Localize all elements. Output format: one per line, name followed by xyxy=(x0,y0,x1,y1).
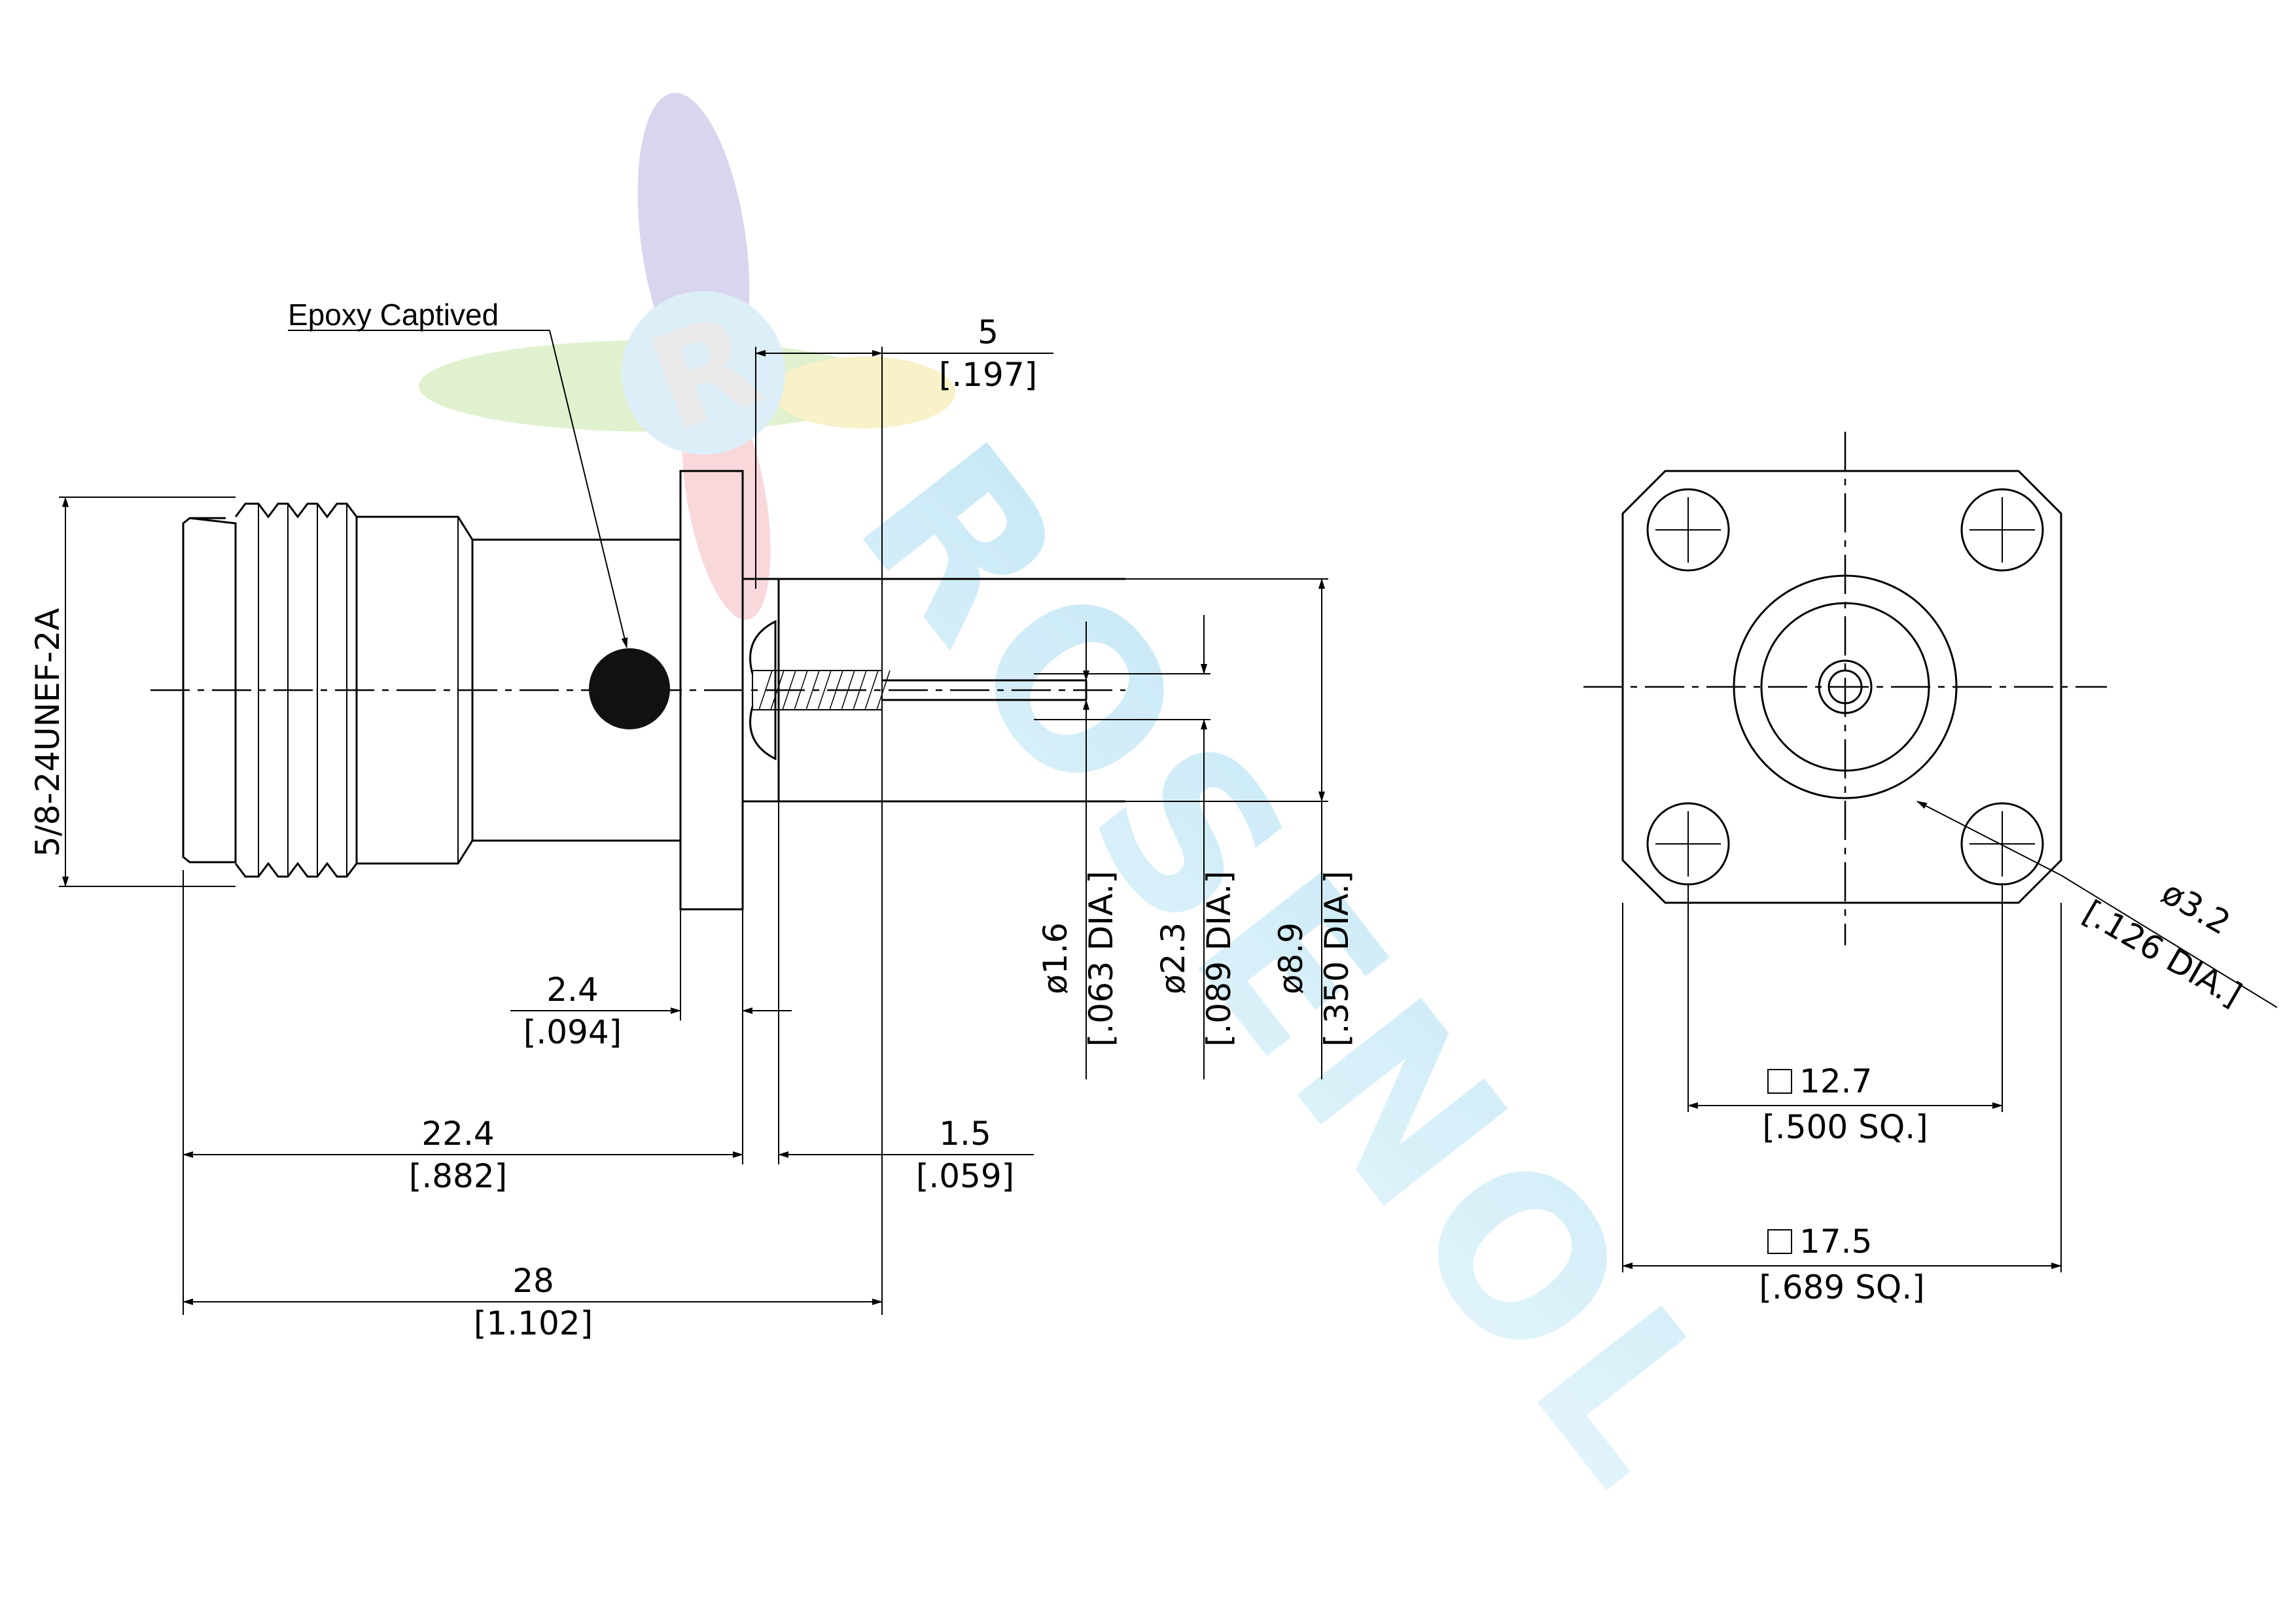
flange xyxy=(679,470,744,911)
dim-step-in: [.059] xyxy=(916,1157,1014,1195)
thread-label: 5/8-24UNEF-2A xyxy=(29,608,67,857)
dim-boss-dia-in: [.350 DIA.] xyxy=(1318,871,1356,1047)
epoxy-callout: Epoxy Captived xyxy=(288,298,499,332)
square-symbol xyxy=(1767,1069,1792,1094)
dim-overall-in: [1.102] xyxy=(474,1304,593,1342)
pin-circle xyxy=(1818,659,1873,714)
dim-overhang-mm: 5 xyxy=(978,313,998,351)
threaded-coupling xyxy=(182,502,474,878)
front-view: ø3.2 [.126 DIA.] 12.7 [.500 SQ.] 17.5 [.… xyxy=(1583,432,2278,1306)
dim-overall-mm: 28 xyxy=(512,1262,554,1300)
flange-outline xyxy=(1621,470,2062,904)
dim-flange-mm: 2.4 xyxy=(546,971,599,1009)
watermark-logo: R xyxy=(419,92,955,620)
dim-pin-dia: ø1.6 xyxy=(1036,922,1074,994)
dim-boss-dia: ø8.9 xyxy=(1272,922,1310,994)
dim-flange-size: 17.5 xyxy=(1799,1223,1872,1261)
dim-body-in: [.882] xyxy=(409,1157,507,1195)
dim-overhang-in: [.197] xyxy=(939,356,1037,394)
dim-insul-dia-in: [.089 DIA.] xyxy=(1200,871,1238,1047)
center-pin xyxy=(752,670,1087,710)
dim-hole-spacing-in: [.500 SQ.] xyxy=(1762,1108,1928,1146)
dim-flange-size-in: [.689 SQ.] xyxy=(1759,1268,1924,1306)
epoxy-dot xyxy=(589,648,670,729)
dim-insul-dia: ø2.3 xyxy=(1154,922,1192,994)
square-symbol xyxy=(1767,1229,1792,1254)
boss xyxy=(743,578,780,803)
boss-circle xyxy=(1733,574,1958,799)
dim-hole-spacing: 12.7 xyxy=(1799,1062,1872,1100)
side-view: Epoxy Captived 5/8-24UNEF-2A 5 [.197] 2.… xyxy=(29,298,1356,1342)
insulator xyxy=(749,620,777,761)
mount-holes xyxy=(1646,488,2044,886)
connector-body xyxy=(472,538,680,842)
dim-body-mm: 22.4 xyxy=(421,1115,494,1153)
dim-flange-in: [.094] xyxy=(523,1013,622,1051)
dim-pin-dia-in: [.063 DIA.] xyxy=(1082,871,1120,1047)
dim-hole-dia: ø3.2 xyxy=(2155,873,2236,942)
dim-step-mm: 1.5 xyxy=(939,1115,991,1153)
